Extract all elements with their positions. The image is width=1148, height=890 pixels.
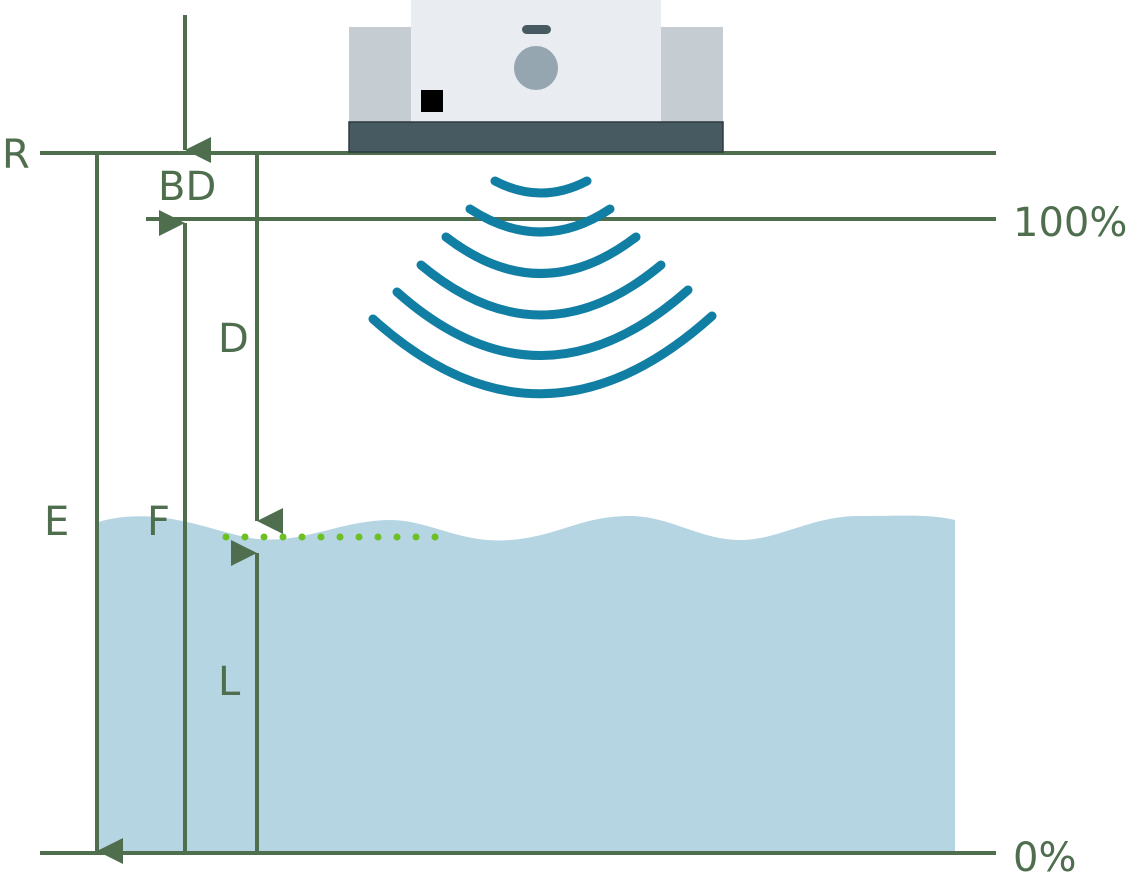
water-body	[98, 515, 955, 853]
label-blocking-distance: BD	[158, 164, 216, 210]
label-empty-distance: E	[44, 499, 69, 545]
label-full-level: 100%	[1013, 200, 1127, 246]
label-distance: D	[218, 316, 249, 362]
label-level: L	[218, 659, 241, 705]
radar-level-sensor-icon	[348, 0, 724, 153]
label-span: F	[147, 499, 170, 545]
label-reference: R	[2, 132, 30, 178]
signal-waves-icon	[368, 176, 717, 399]
label-empty-level: 0%	[1013, 835, 1076, 881]
